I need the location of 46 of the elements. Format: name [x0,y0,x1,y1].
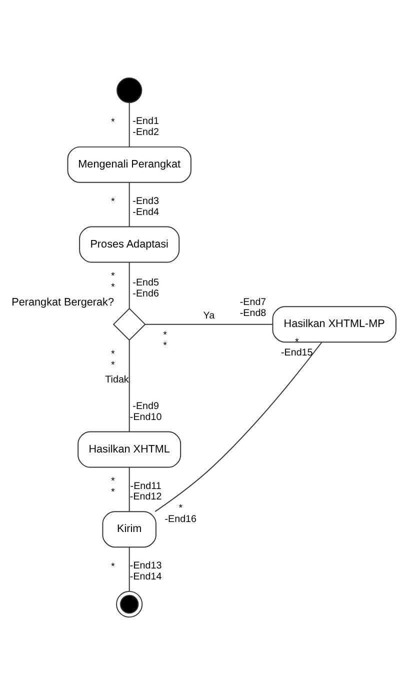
label: -End7 [240,296,266,308]
label: -End10 [130,411,162,422]
node-box: Proses Adaptasi [79,226,180,262]
edge-label: Tidak [105,374,129,386]
label: -End16 [164,513,197,524]
edge-label: Ya [203,310,215,321]
connector [128,261,130,308]
label: * [110,270,115,282]
connector [128,339,130,432]
label: * [110,560,115,572]
label: * [163,340,167,352]
label: -End3 [132,196,159,207]
connector [128,546,130,592]
label: * [110,281,115,292]
label: -End9 [132,400,159,412]
label: -End12 [130,491,162,502]
node-box: Kirim [102,510,156,548]
label: * [178,502,183,514]
node-circle [116,76,142,103]
node-label: Perangkat Bergerak? [12,296,114,308]
label: -End4 [132,206,159,218]
label: * [163,329,167,340]
node-box: Mengenali Perangkat [67,146,192,182]
label: * [110,348,115,360]
label: * [110,116,115,128]
label: * [110,476,115,487]
connector [128,466,130,512]
label: -End14 [130,570,162,582]
node-diamond [112,307,146,340]
connector [144,323,274,324]
connector [128,102,130,147]
label: -End8 [240,307,266,318]
node-box: Hasilkan XHTML [78,430,182,468]
node-bullseye [116,590,143,618]
label: -End2 [132,126,159,138]
label: -End15 [280,347,313,358]
label: -End5 [132,277,159,288]
connector [154,341,322,512]
label: * [110,359,115,370]
label: -End13 [130,560,162,572]
connector [128,182,130,227]
label: -End11 [130,480,162,492]
label: * [110,486,115,498]
label: * [110,196,115,208]
label: -End6 [132,288,159,300]
label: -End1 [132,116,159,127]
